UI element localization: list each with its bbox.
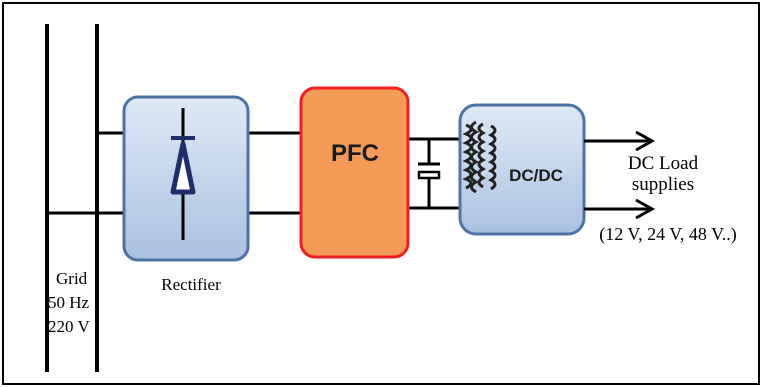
dcdc-block: [458, 103, 586, 236]
diode-icon: [170, 108, 196, 240]
capacitor-symbol: [417, 139, 441, 208]
voltages-label: (12 V, 24 V, 48 V..): [599, 224, 737, 245]
grid-label-line2: 50 Hz: [48, 293, 90, 312]
grid-label: Grid 50 Hz 220 V: [48, 266, 99, 340]
output-arrow-top: [584, 130, 656, 152]
dcdc-label: DC/DC: [509, 166, 563, 185]
output-arrow-bottom: [584, 198, 656, 220]
pfc-block: [299, 86, 410, 259]
load-label-line1: DC Load: [628, 153, 699, 174]
load-label-line2: supplies: [632, 174, 694, 195]
grid-label-line1: Grid: [56, 269, 88, 288]
grid-label-line3: 220 V: [48, 317, 90, 336]
transformer-icon: [462, 120, 497, 194]
pfc-label: PFC: [331, 140, 379, 167]
rectifier-label: Rectifier: [161, 275, 221, 294]
